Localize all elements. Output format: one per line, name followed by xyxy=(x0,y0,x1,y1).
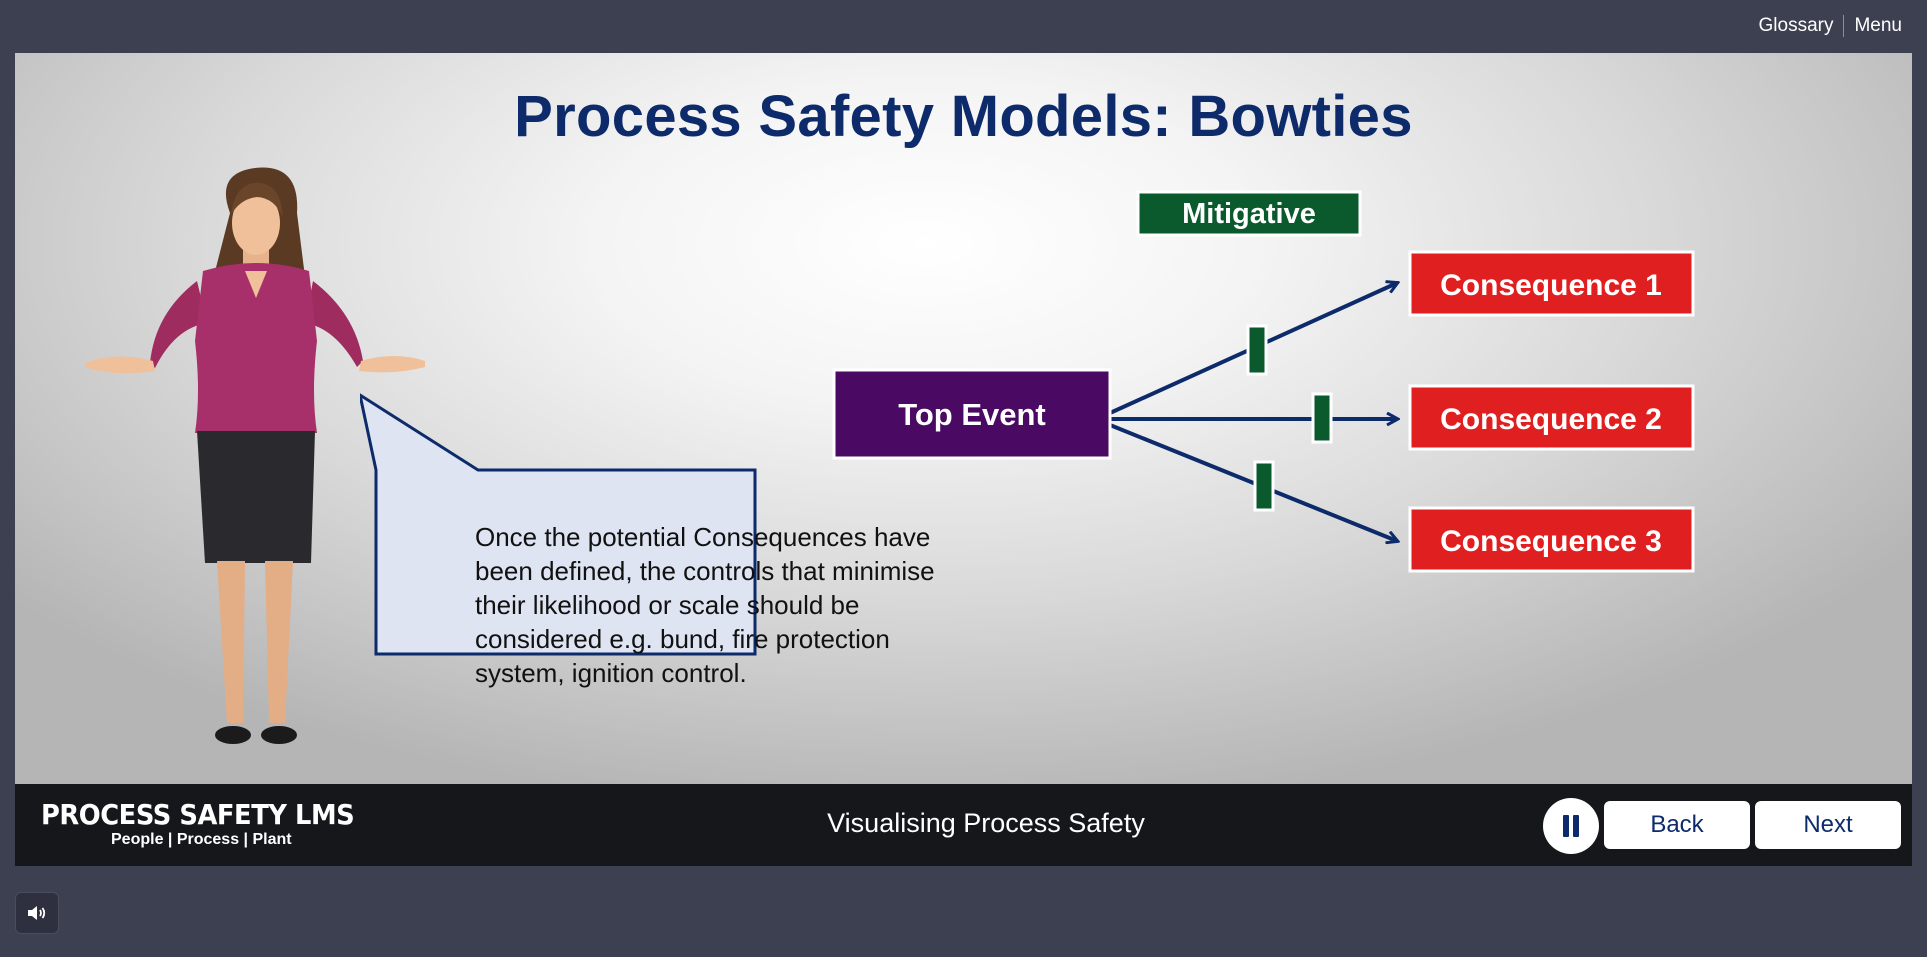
consequence-2-box xyxy=(1408,384,1695,451)
pause-icon-bar xyxy=(1573,815,1579,837)
top-links-divider xyxy=(1843,15,1845,37)
consequence-1: Consequence 1 xyxy=(1408,250,1695,317)
brand-logo: PROCESS SAFETY LMS People | Process | Pl… xyxy=(41,798,355,850)
speaker-icon xyxy=(28,906,46,920)
barrier-marker-1 xyxy=(1246,324,1268,376)
consequence-1-box xyxy=(1408,250,1695,317)
module-title: Visualising Process Safety xyxy=(827,808,1145,838)
top-event-text: Top Event xyxy=(898,397,1046,432)
menu-link[interactable]: Menu xyxy=(1854,15,1902,36)
footer-bar: PROCESS SAFETY LMS People | Process | Pl… xyxy=(15,784,1912,866)
mitigative-label: Mitigative xyxy=(1136,190,1362,237)
consequence-3-text: Consequence 3 xyxy=(1440,525,1662,558)
slide-stage: Process Safety Models: Bowties Once the … xyxy=(15,53,1912,784)
consequence-2-text: Consequence 2 xyxy=(1440,403,1662,436)
top-event: Top Event xyxy=(832,368,1112,460)
brand-name: PROCESS SAFETY LMS xyxy=(41,798,355,831)
glossary-link[interactable]: Glossary xyxy=(1758,15,1834,36)
presenter-illustration xyxy=(85,167,425,744)
consequence-3-box xyxy=(1408,506,1695,573)
speech-bubble xyxy=(360,393,757,656)
consequence-1-text: Consequence 1 xyxy=(1440,269,1662,302)
mitigative-label-box xyxy=(1136,190,1362,237)
pause-button[interactable] xyxy=(1543,798,1599,854)
barrier-marker-3 xyxy=(1253,460,1275,512)
consequence-3: Consequence 3 xyxy=(1408,506,1695,573)
top-event-box xyxy=(832,368,1112,460)
next-button[interactable]: Next xyxy=(1755,801,1901,849)
brand-tagline: People | Process | Plant xyxy=(111,831,292,848)
bowtie-diagram: Mitigative Top Event Consequence 1 Conse… xyxy=(832,190,1695,573)
pause-icon xyxy=(1563,815,1569,837)
speech-text: Once the potential Consequences have bee… xyxy=(475,522,935,688)
slide-title: Process Safety Models: Bowties xyxy=(514,84,1413,149)
consequence-2: Consequence 2 xyxy=(1408,384,1695,451)
back-button[interactable]: Back xyxy=(1604,801,1750,849)
mitigative-label-text: Mitigative xyxy=(1182,198,1316,230)
top-bar: Glossary Menu xyxy=(0,0,1927,53)
audio-toggle-button[interactable] xyxy=(15,892,59,934)
barrier-marker-2 xyxy=(1311,392,1333,444)
top-links: Glossary Menu xyxy=(1758,15,1902,37)
